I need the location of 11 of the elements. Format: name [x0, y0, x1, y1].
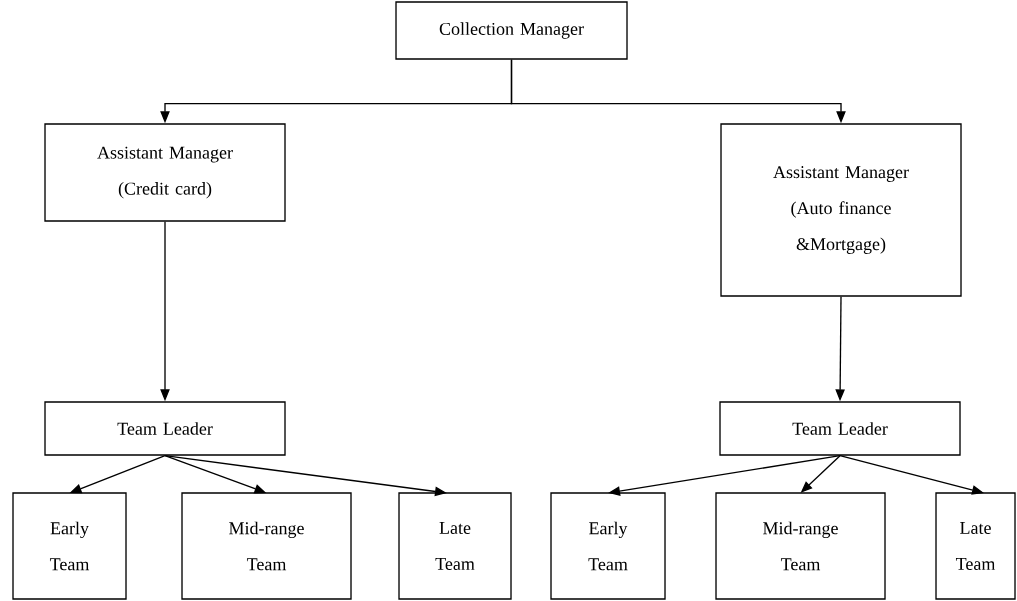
team-box: Early Team	[12, 492, 127, 600]
team-box: Mid-range Team	[715, 492, 886, 600]
leader-box: Team Leader	[44, 401, 286, 456]
manager-box: Assistant Manager (Auto finance &Mortgage)	[720, 123, 962, 297]
leader-box: Team Leader	[719, 401, 961, 456]
manager-box: Assistant Manager (Credit card)	[44, 123, 286, 222]
team-box: Early Team	[550, 492, 666, 600]
team-box: Late Team	[935, 492, 1016, 600]
team-box: Late Team	[398, 492, 512, 600]
team-box: Mid-range Team	[181, 492, 352, 600]
manager-box: Collection Manager	[395, 1, 628, 60]
